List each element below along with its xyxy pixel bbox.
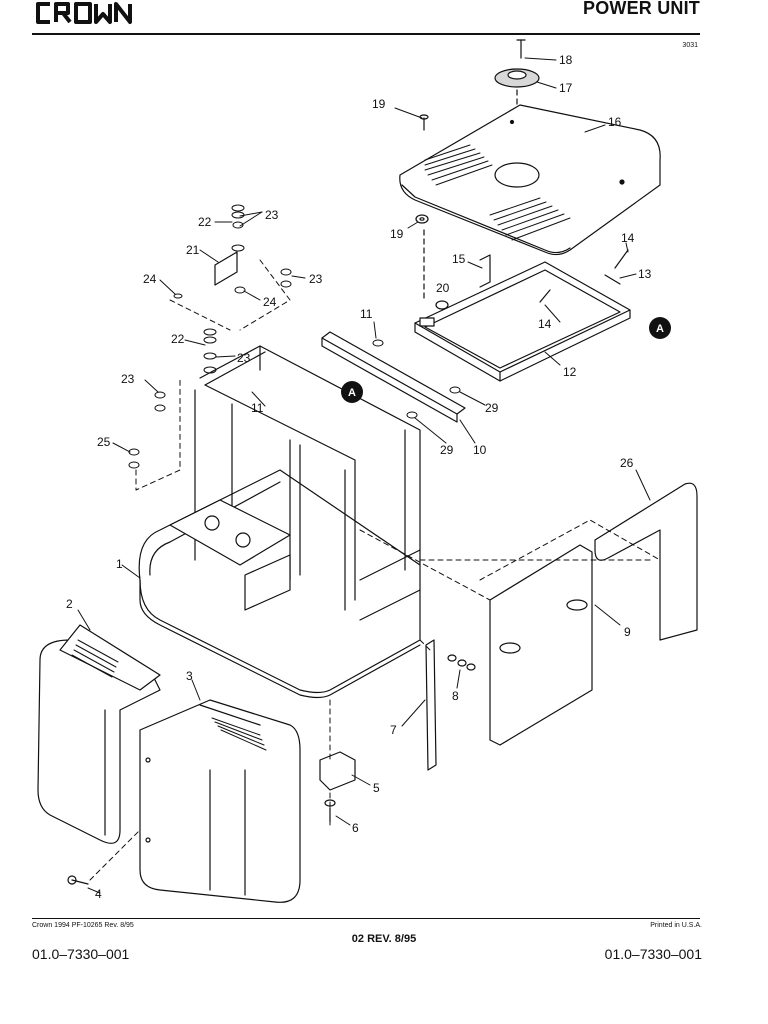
- callout-29-upper: 29: [485, 401, 499, 415]
- callout-22-lower: 22: [171, 332, 185, 346]
- callout-23-d: 23: [121, 372, 135, 386]
- footer-rule: [32, 918, 700, 919]
- callout-labels: 1 2 3 4 5 6 7 8 9 10 11 11 12 13 14 14 1…: [66, 53, 652, 901]
- marker-A-right: A: [649, 317, 671, 339]
- part-chassis-1: [138, 345, 421, 699]
- callout-23-b: 23: [309, 272, 323, 286]
- marker-A-frame: A: [341, 381, 363, 403]
- callout-10: 10: [473, 443, 487, 457]
- part-bar-7: [425, 639, 437, 771]
- callout-11-lower: 11: [251, 401, 264, 415]
- part-bracket-21: [214, 251, 238, 286]
- callout-20: 20: [436, 281, 450, 295]
- part-bracket-15: [479, 254, 491, 288]
- callout-25: 25: [97, 435, 111, 449]
- footer-part-code-right: 01.0–7330–001: [604, 946, 702, 962]
- callout-1: 1: [116, 557, 123, 571]
- part-grommet-17: [494, 68, 540, 88]
- callout-16: 16: [608, 115, 622, 129]
- marker-A-right-label: A: [656, 323, 664, 335]
- header-rule: [32, 33, 700, 35]
- callout-2: 2: [66, 597, 73, 611]
- part-bumper-5: [319, 751, 356, 791]
- callout-9: 9: [624, 625, 631, 639]
- callout-24-right: 24: [263, 295, 277, 309]
- callout-8: 8: [452, 689, 459, 703]
- part-screw-4: [67, 875, 89, 885]
- callout-23-c: 23: [237, 351, 251, 365]
- marker-A-frame-label: A: [348, 387, 356, 399]
- figure-number: 3031: [682, 42, 698, 49]
- part-rear-panel-9: [489, 544, 593, 746]
- callout-14-upper: 14: [621, 231, 635, 245]
- part-frame-12: [414, 261, 631, 382]
- page-title: POWER UNIT: [583, 0, 700, 18]
- part-rail-10: [321, 331, 466, 423]
- crown-logo: [36, 2, 132, 24]
- callout-14-lower: 14: [538, 317, 552, 331]
- callout-4: 4: [95, 887, 102, 901]
- callout-5: 5: [373, 781, 380, 795]
- callout-6: 6: [352, 821, 359, 835]
- part-trim-26: [594, 482, 698, 641]
- callout-21: 21: [186, 243, 200, 257]
- footer-printed: Printed in U.S.A.: [650, 922, 702, 929]
- part-pin-13: [604, 274, 621, 285]
- callout-24-left: 24: [143, 272, 157, 286]
- callout-3: 3: [186, 669, 193, 683]
- part-pin-14-upper: [614, 249, 629, 269]
- footer-copyright: Crown 1994 PF-10265 Rev. 8/95: [32, 922, 134, 929]
- callout-23-a: 23: [265, 208, 279, 222]
- callout-29-lower: 29: [440, 443, 454, 457]
- callout-19-upper: 19: [372, 97, 386, 111]
- callout-11-upper: 11: [360, 307, 373, 321]
- part-pin-14-lower: [539, 289, 551, 303]
- part-front-cover-3: [139, 699, 301, 903]
- part-washer-19-lower: [415, 214, 429, 224]
- part-screw-18: [516, 39, 526, 59]
- part-side-cover-2: [37, 624, 161, 844]
- footer-revision: 02 REV. 8/95: [351, 933, 417, 945]
- part-hardware-22-23: [128, 204, 461, 469]
- part-washer-20: [435, 300, 449, 310]
- callout-7: 7: [390, 723, 397, 737]
- part-hardware-8: [447, 654, 476, 671]
- part-top-cover-16: [399, 104, 661, 256]
- callout-26: 26: [620, 456, 634, 470]
- callout-15: 15: [452, 252, 466, 266]
- callout-22-upper: 22: [198, 215, 212, 229]
- footer-part-code-left: 01.0–7330–001: [32, 946, 130, 962]
- callout-19-lower: 19: [390, 227, 404, 241]
- callout-12: 12: [563, 365, 577, 379]
- callout-17: 17: [559, 81, 573, 95]
- callout-13: 13: [638, 267, 652, 281]
- callout-18: 18: [559, 53, 573, 67]
